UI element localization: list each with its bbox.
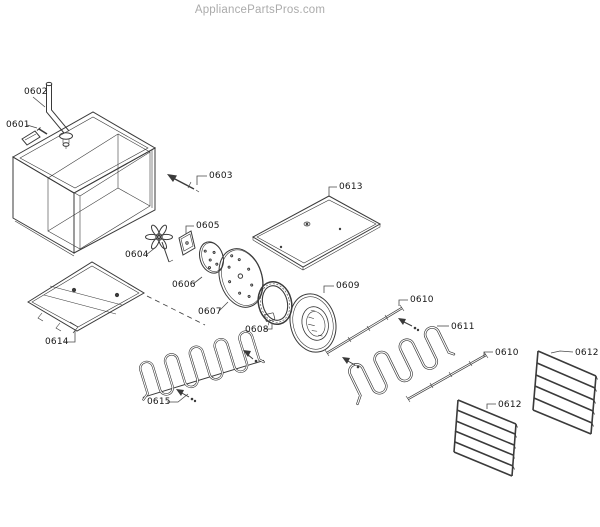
leader-bake-element bbox=[167, 393, 189, 403]
outer-fan-plate-drawing bbox=[218, 248, 264, 308]
leader-mounting-screw bbox=[196, 175, 207, 185]
bake-element-drawing bbox=[139, 330, 265, 401]
convection-cover-drawing bbox=[289, 293, 337, 353]
broil-element-drawing bbox=[348, 326, 456, 406]
leader-fan-blade bbox=[145, 246, 157, 256]
part-label-motor-plate: 0605 bbox=[196, 221, 220, 231]
mounting-arrow-broil-element bbox=[342, 357, 360, 369]
side-rack-right-drawing bbox=[532, 350, 598, 435]
part-label-gasket-ring: 0608 bbox=[245, 325, 269, 335]
watermark: AppliancePartsPros.com bbox=[194, 4, 326, 16]
screw-drawing bbox=[167, 174, 200, 193]
part-label-side-rack-right: 0612 bbox=[575, 348, 599, 358]
leader-inner-fan-plate bbox=[192, 276, 203, 285]
leader-gasket-ring bbox=[264, 323, 273, 330]
vent-tube-drawing bbox=[45, 81, 73, 149]
fan-blade-drawing bbox=[145, 224, 174, 263]
part-label-support-rail-lower: 0610 bbox=[495, 348, 519, 358]
bottom-tray-drawing bbox=[27, 261, 145, 334]
motor-plate-drawing bbox=[178, 230, 196, 256]
leader-lines bbox=[26, 96, 574, 409]
gasket-ring-drawing bbox=[257, 281, 293, 326]
part-label-bake-element: 0615 bbox=[147, 397, 171, 407]
leader-bottom-tray bbox=[64, 331, 76, 343]
mounting-arrow-bake-element-lower bbox=[176, 389, 197, 403]
leader-convection-cover bbox=[323, 285, 334, 293]
leader-top-panel bbox=[328, 186, 337, 196]
part-label-bottom-tray: 0614 bbox=[45, 337, 69, 347]
support-rail-lower-drawing bbox=[405, 351, 489, 403]
alignment-guide-line bbox=[146, 295, 206, 326]
leader-support-rail-lower bbox=[483, 351, 493, 357]
top-panel-drawing bbox=[251, 195, 382, 271]
leader-side-rack-right bbox=[550, 350, 574, 354]
part-label-support-rail-upper: 0610 bbox=[410, 295, 434, 305]
mounting-arrow-upper-rail bbox=[398, 318, 420, 332]
support-rail-upper-drawing bbox=[324, 304, 405, 357]
leader-clamp-bracket bbox=[26, 124, 38, 129]
part-label-side-rack-center: 0612 bbox=[498, 400, 522, 410]
part-label-top-panel: 0613 bbox=[339, 182, 363, 192]
leader-motor-plate bbox=[185, 225, 194, 234]
leader-side-rack-center bbox=[486, 403, 496, 409]
part-label-vent-tube: 0602 bbox=[24, 87, 48, 97]
side-rack-center-drawing bbox=[453, 399, 518, 477]
oven-cavity-drawing bbox=[11, 111, 157, 257]
part-label-mounting-screw: 0603 bbox=[209, 171, 233, 181]
part-label-outer-fan-plate: 0607 bbox=[198, 307, 222, 317]
part-label-inner-fan-plate: 0606 bbox=[172, 280, 196, 290]
leader-outer-fan-plate bbox=[218, 301, 229, 312]
mounting-arrow-bake-element-upper bbox=[243, 350, 258, 363]
leader-vent-tube bbox=[32, 96, 46, 108]
part-label-clamp-bracket: 0601 bbox=[6, 120, 30, 130]
inner-fan-plate-drawing bbox=[198, 241, 225, 274]
part-label-fan-blade: 0604 bbox=[125, 250, 149, 260]
leader-support-rail-upper bbox=[398, 299, 408, 306]
part-label-convection-cover: 0609 bbox=[336, 281, 360, 291]
clamp-bracket-drawing bbox=[21, 127, 48, 146]
part-label-broil-element: 0611 bbox=[451, 322, 475, 332]
